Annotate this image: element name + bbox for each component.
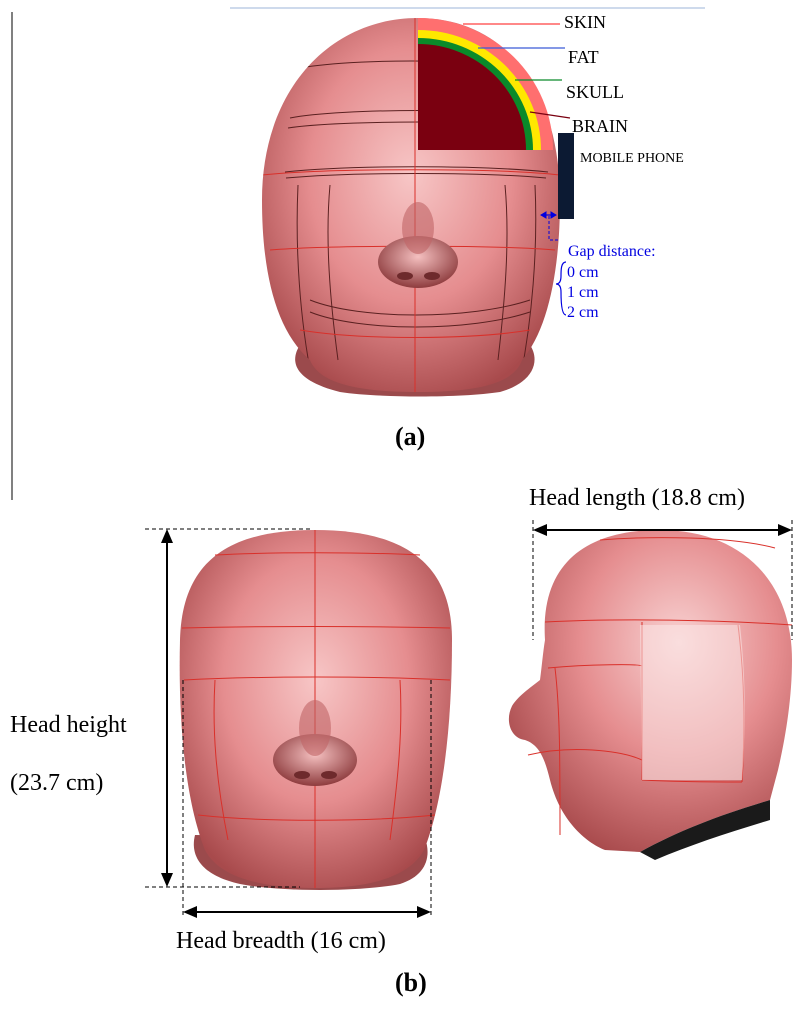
head-front (180, 530, 452, 890)
mobile-phone (558, 133, 574, 219)
gap-option-1: 1 cm (567, 284, 599, 302)
label-mobile-phone: MOBILE PHONE (580, 151, 684, 167)
label-skull: SKULL (566, 82, 624, 103)
label-head-breadth: Head breadth (16 cm) (176, 928, 386, 955)
label-brain: BRAIN (572, 116, 628, 137)
gap-option-0: 0 cm (567, 264, 599, 282)
gap-distance-title: Gap distance: (568, 243, 656, 261)
label-head-height: Head height (10, 712, 127, 739)
label-head-length: Head length (18.8 cm) (529, 485, 745, 512)
head-front-sectioned (262, 18, 560, 397)
label-skin: SKIN (564, 12, 606, 33)
caption-b: (b) (395, 968, 427, 998)
label-head-height-value: (23.7 cm) (10, 770, 103, 797)
gap-brace (556, 262, 566, 315)
gap-option-2: 2 cm (567, 304, 599, 322)
label-fat: FAT (568, 47, 599, 68)
head-side (509, 530, 792, 860)
caption-a: (a) (395, 422, 425, 452)
